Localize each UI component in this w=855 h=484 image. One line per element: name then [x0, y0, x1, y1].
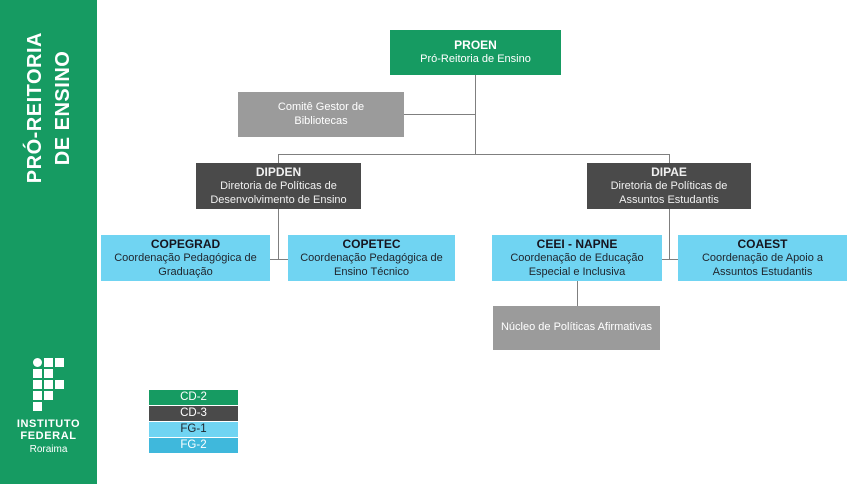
org-node-acronym: DIPAE — [651, 164, 687, 179]
org-node-proen: PROEN Pró-Reitoria de Ensino — [390, 30, 561, 75]
org-node-label: Núcleo de Políticas Afirmativas — [500, 321, 652, 334]
sidebar: PRÓ-REITORIA DE ENSINO INSTITUTO FEDERAL… — [0, 0, 97, 484]
org-node-label: Coordenação Pedagógica de Graduação — [114, 251, 257, 278]
logo-text-federal: FEDERAL — [20, 430, 77, 443]
connector-ceei-down — [577, 281, 578, 306]
org-node-copetec: COPETEC Coordenação Pedagógica de Ensino… — [288, 235, 455, 281]
connector-ceei-coaest-stub — [662, 259, 678, 260]
org-node-label: Pró-Reitoria de Ensino — [420, 53, 531, 66]
org-node-label: Coordenação de Apoio a Assuntos Estudant… — [701, 251, 824, 278]
connector-proen-down — [475, 75, 476, 154]
org-node-label: Comitê Gestor de Bibliotecas — [277, 100, 365, 127]
legend-item-cd2: CD-2 — [149, 390, 238, 406]
connector-comite-stub — [404, 114, 475, 115]
org-node-acronym: COPETEC — [342, 236, 401, 251]
org-node-ceei-napne: CEEI - NAPNE Coordenação de Educação Esp… — [492, 235, 662, 281]
logo-text-instituto: INSTITUTO — [16, 417, 81, 430]
org-node-acronym: COAEST — [737, 236, 788, 251]
org-node-label: Diretoria de Políticas de Desenvolviment… — [210, 179, 347, 206]
org-node-label: Coordenação Pedagógica de Ensino Técnico — [300, 251, 443, 278]
connector-main-horizontal — [278, 154, 670, 155]
org-node-acronym: CEEI - NAPNE — [536, 236, 618, 251]
org-node-nucleo-politicas-afirmativas: Núcleo de Políticas Afirmativas — [493, 306, 660, 350]
connector-copegrad-copetec-stub — [270, 259, 288, 260]
org-node-copegrad: COPEGRAD Coordenação Pedagógica de Gradu… — [101, 235, 270, 281]
connector-dipden-down — [278, 209, 279, 260]
connector-dipden-top — [278, 154, 279, 163]
instituto-federal-logo: INSTITUTO FEDERAL Roraima — [0, 357, 97, 456]
org-node-acronym: DIPDEN — [255, 164, 302, 179]
page-title: PRÓ-REITORIA DE ENSINO — [23, 32, 74, 184]
sidebar-title-wrap: PRÓ-REITORIA DE ENSINO — [0, 18, 97, 198]
org-node-label: Coordenação de Educação Especial e Inclu… — [510, 251, 644, 278]
org-node-dipden: DIPDEN Diretoria de Políticas de Desenvo… — [196, 163, 361, 209]
legend-item-fg2: FG-2 — [149, 438, 238, 454]
connector-dipae-top — [669, 154, 670, 163]
org-node-comite-gestor-bibliotecas: Comitê Gestor de Bibliotecas — [238, 92, 404, 137]
org-node-dipae: DIPAE Diretoria de Políticas de Assuntos… — [587, 163, 751, 209]
connector-dipae-down — [669, 209, 670, 260]
instituto-federal-logo-icon — [33, 357, 64, 411]
org-node-acronym: COPEGRAD — [150, 236, 221, 251]
org-node-label: Diretoria de Políticas de Assuntos Estud… — [610, 179, 728, 206]
logo-text-roraima: Roraima — [29, 444, 68, 455]
legend-item-fg1: FG-1 — [149, 422, 238, 438]
org-node-acronym: PROEN — [454, 38, 497, 53]
legend: CD-2 CD-3 FG-1 FG-2 — [149, 390, 238, 454]
org-node-coaest: COAEST Coordenação de Apoio a Assuntos E… — [678, 235, 847, 281]
legend-item-cd3: CD-3 — [149, 406, 238, 422]
